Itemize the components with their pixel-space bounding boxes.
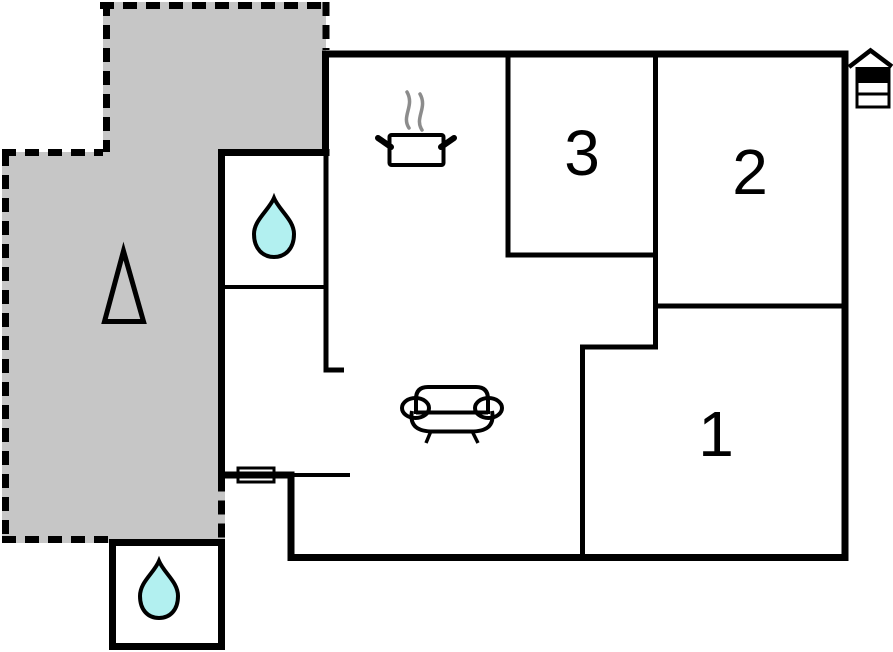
room-3-label: 3 [564,117,600,189]
room-2-label: 2 [732,136,768,208]
tree-icon [101,241,147,324]
entrance-door [236,466,276,484]
cooking-pot-icon [375,90,457,167]
sofa-icon [400,385,504,444]
steam-icon [404,90,425,132]
water-drop-icon [137,555,181,621]
terrace-dashed-border [2,2,330,543]
interior-walls [323,54,845,560]
terrace-area [2,2,326,543]
water-drop-icon [251,192,297,260]
house-icon [847,47,893,109]
room-1-label: 1 [698,398,734,470]
interior-walls-thin [225,285,350,477]
